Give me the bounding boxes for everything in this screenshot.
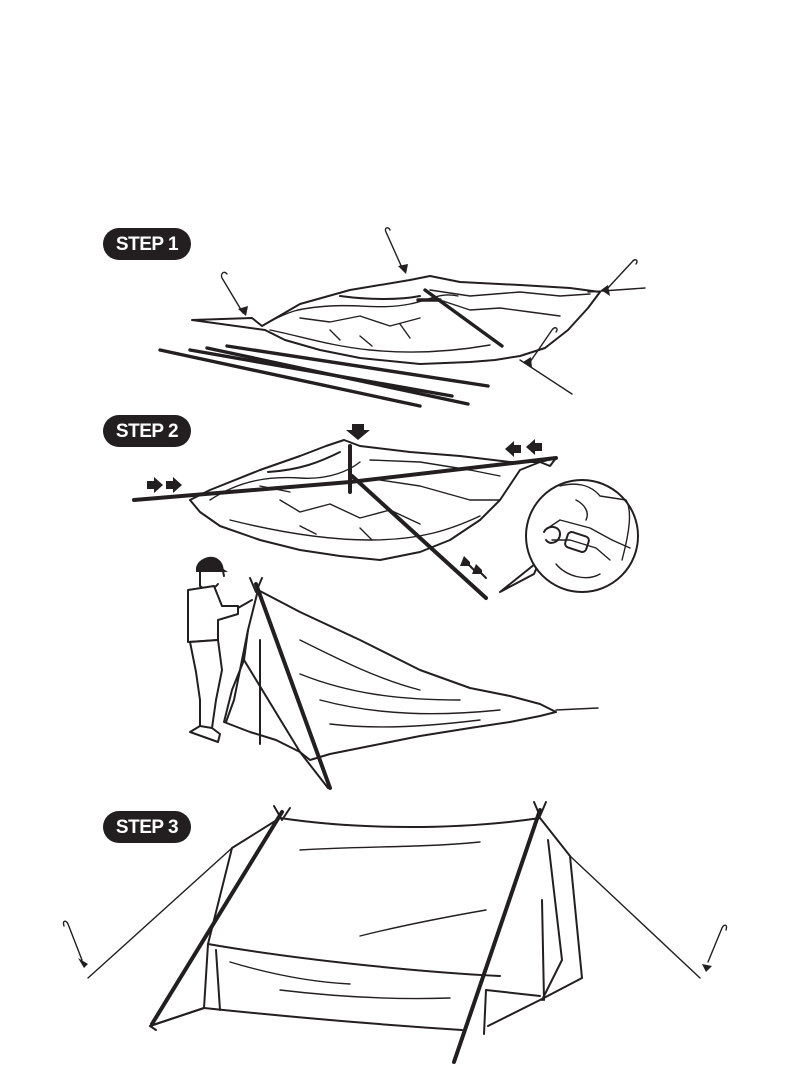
tent-stake-icon — [523, 327, 558, 368]
step-3-tent-ridge — [279, 817, 541, 828]
arrow-icon — [346, 424, 370, 440]
tent-stake-icon — [220, 271, 248, 316]
step-2-tent-body — [189, 439, 541, 561]
step-3-front-pole — [150, 810, 284, 1026]
step-1-badge: STEP 1 — [103, 228, 191, 260]
step-2-raising-illustration — [187, 556, 599, 790]
person-figure — [187, 556, 253, 743]
buckle-detail-icon — [499, 479, 639, 593]
step-2-raised-pole — [254, 582, 332, 790]
step-1-illustration — [158, 227, 646, 408]
arrow-icon — [460, 556, 487, 579]
tent-pole-icon — [158, 344, 490, 408]
step-2-raised-tent — [223, 589, 557, 761]
step-2-badge: STEP 2 — [103, 415, 191, 447]
step-1-label: STEP 1 — [115, 233, 179, 255]
step-3-label: STEP 3 — [115, 816, 179, 838]
tent-stake-icon — [702, 924, 728, 972]
arrow-icon — [505, 439, 542, 457]
step-2-ridge-pole — [132, 456, 558, 502]
tent-stake-icon — [62, 920, 88, 968]
step-2-illustration — [132, 424, 639, 600]
arrow-icon — [147, 477, 182, 493]
tent-stake-icon — [601, 259, 638, 296]
step-2-diagonal-pole — [350, 474, 488, 600]
tent-stake-icon — [384, 227, 408, 274]
step-2-label: STEP 2 — [115, 420, 179, 442]
step-3-badge: STEP 3 — [103, 811, 191, 843]
step-1-flat-tent — [191, 275, 601, 365]
step-3-rear-pole — [452, 808, 542, 1064]
step-3-illustration — [62, 801, 728, 1064]
